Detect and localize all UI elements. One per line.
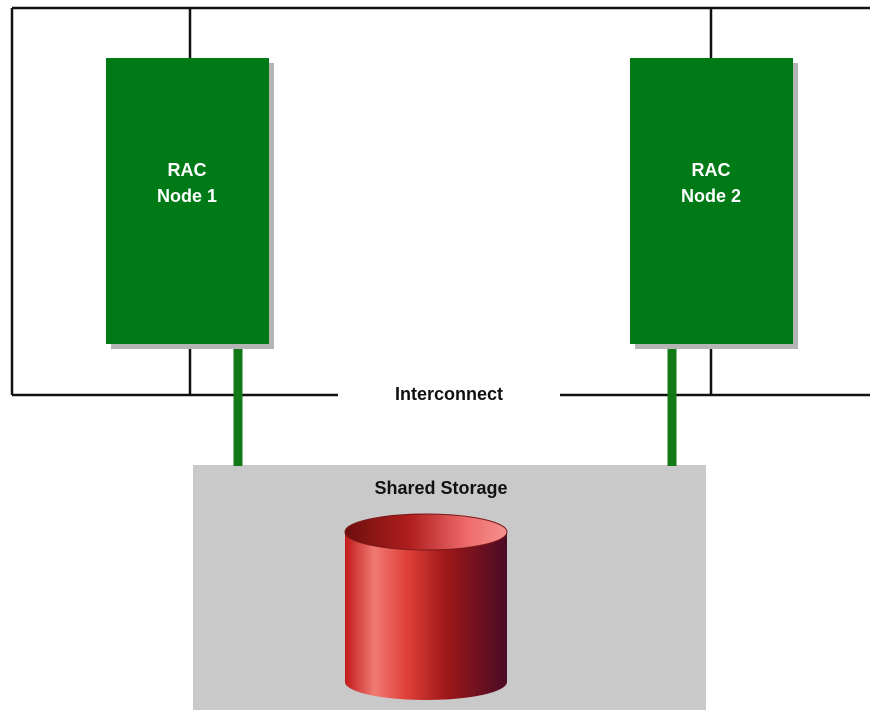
rac-node-1: RAC Node 1	[106, 58, 274, 349]
database-cylinder-icon	[344, 513, 508, 700]
storage-links	[233, 342, 677, 466]
rac-node-1-box	[106, 58, 269, 344]
interconnect-label: Interconnect	[395, 384, 503, 404]
rac-node-2: RAC Node 2	[630, 58, 798, 349]
network-wires	[10, 6, 870, 397]
rac-node-2-label-line1: RAC	[692, 160, 731, 180]
rac-node-2-box	[630, 58, 793, 344]
shared-storage: Shared Storage	[193, 465, 706, 710]
shared-storage-label: Shared Storage	[374, 478, 507, 498]
rac-node-1-label-line1: RAC	[168, 160, 207, 180]
rac-node-1-label-line2: Node 1	[157, 186, 217, 206]
rac-node-2-label-line2: Node 2	[681, 186, 741, 206]
